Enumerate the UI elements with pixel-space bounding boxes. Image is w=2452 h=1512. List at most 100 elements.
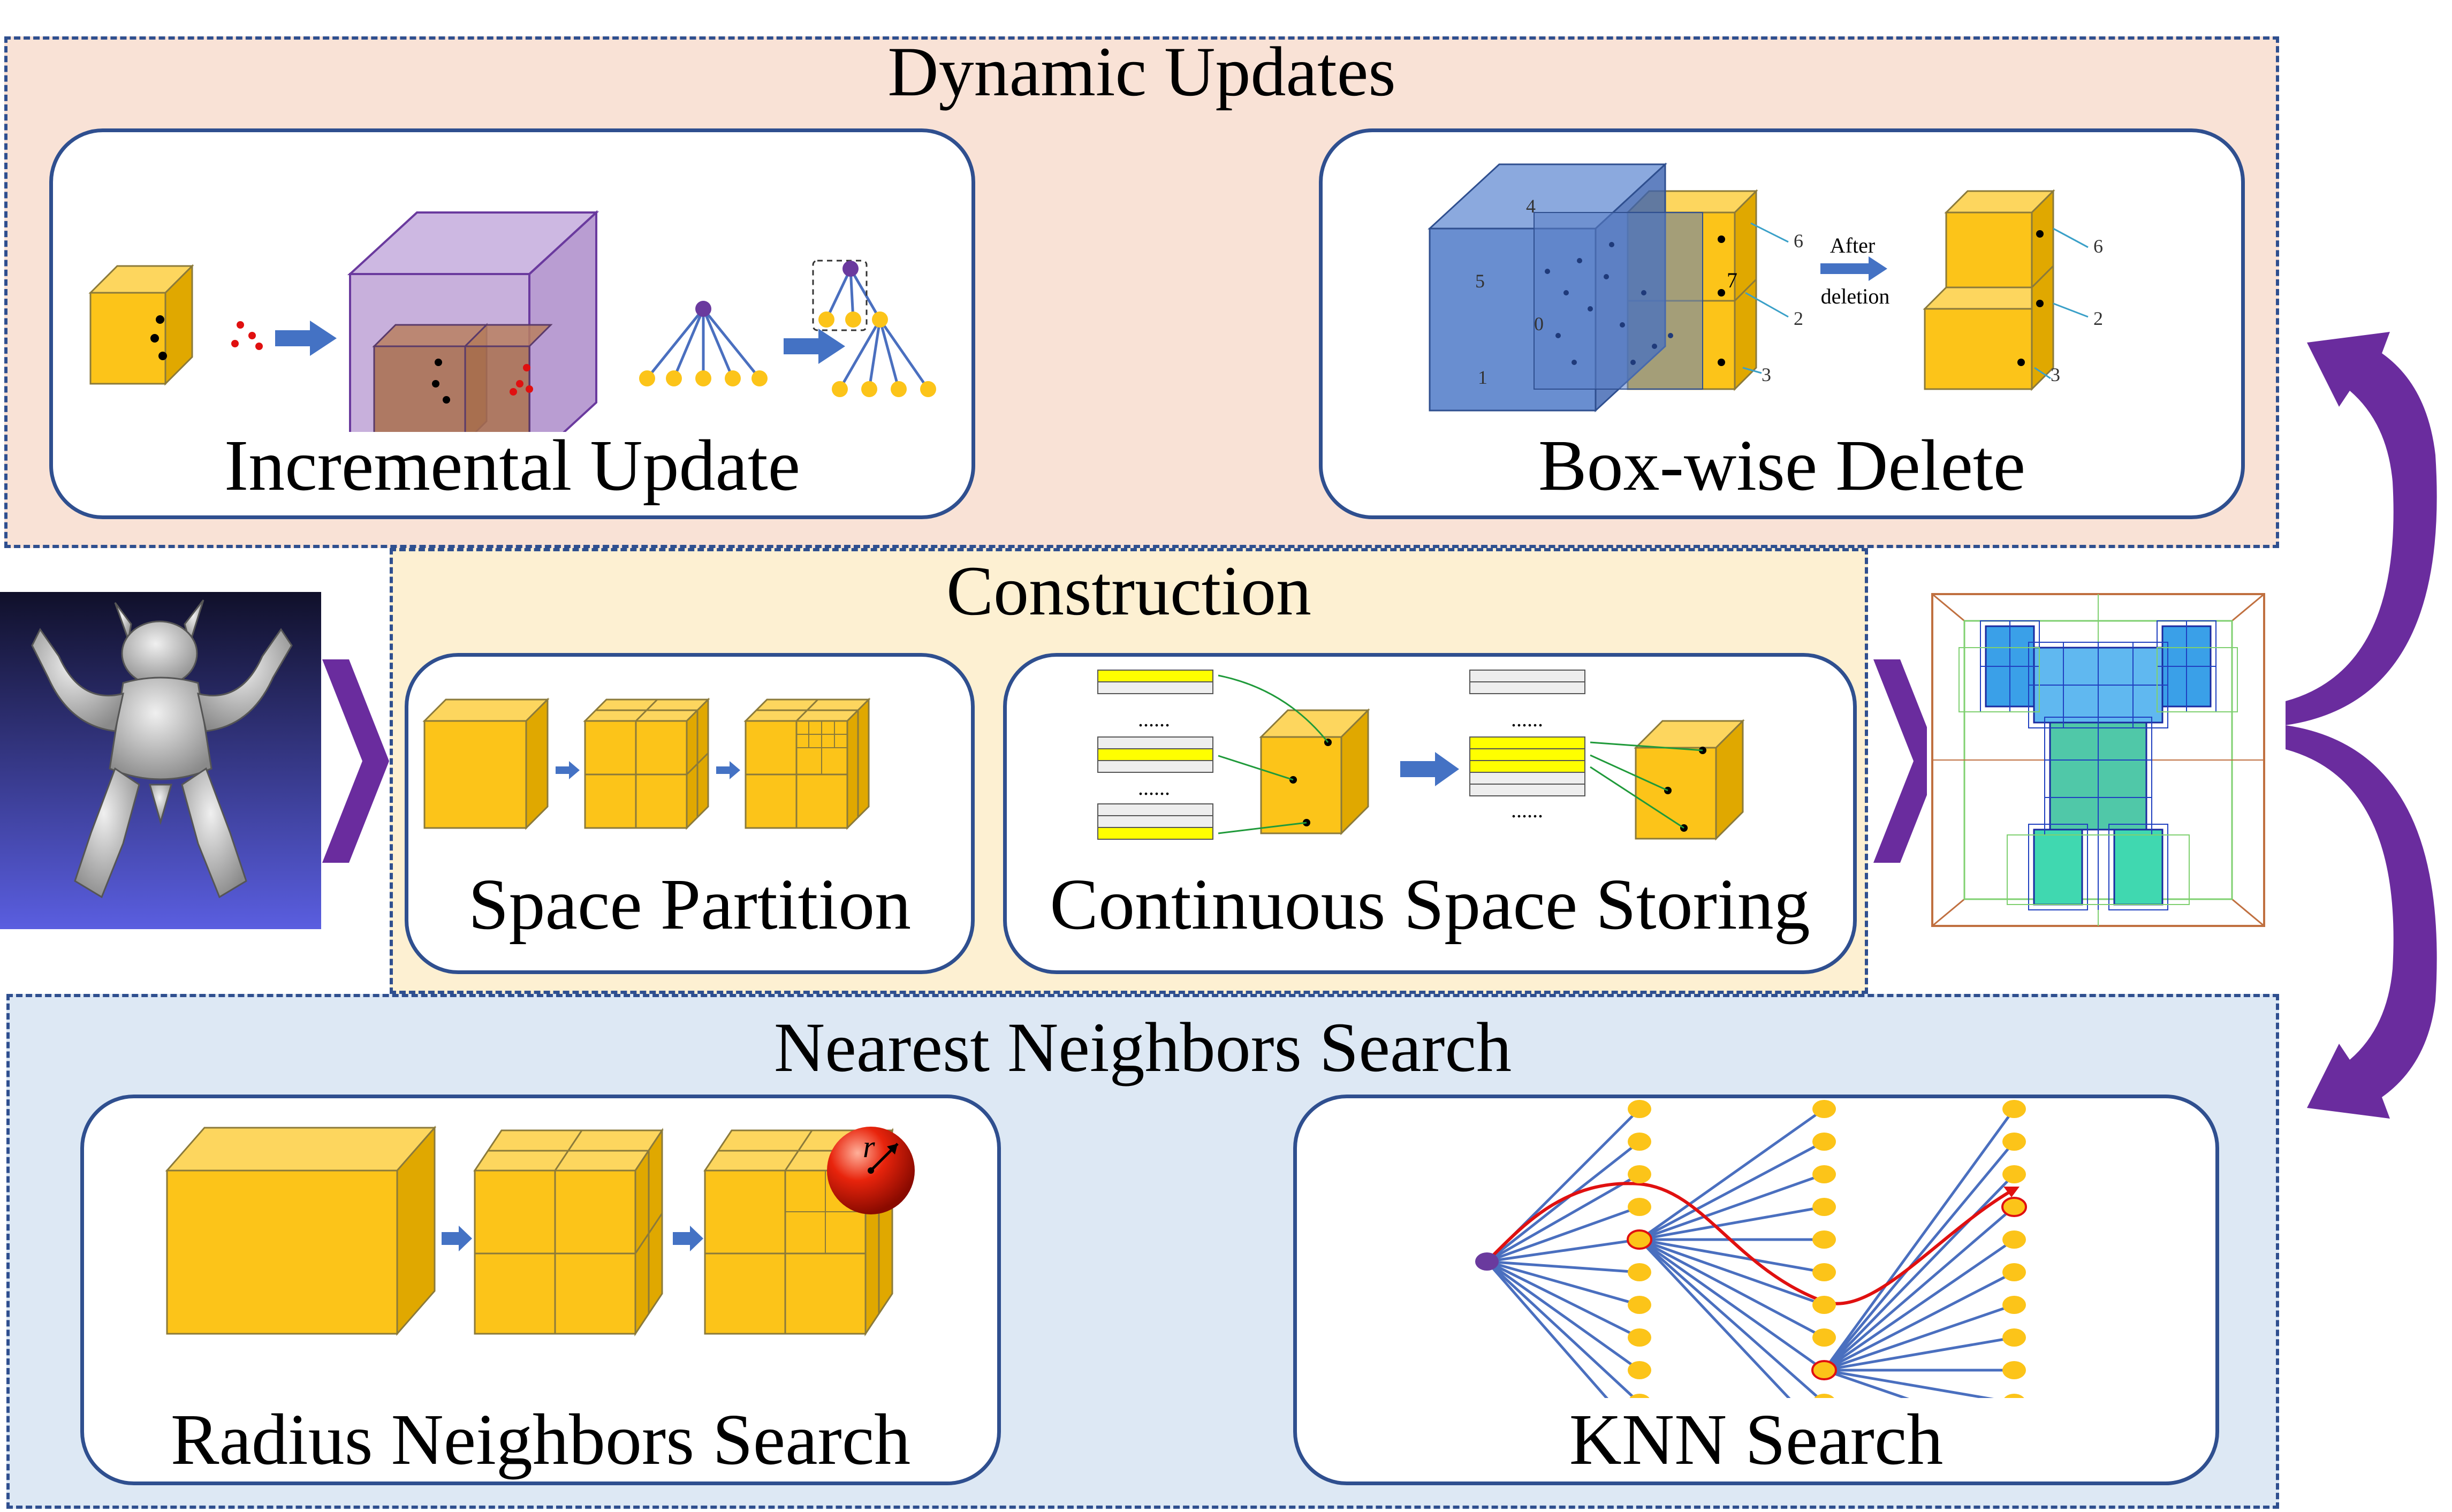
knn-edge [1486, 1260, 1640, 1306]
arrow-right-icon-sp1 [556, 761, 580, 779]
knn-edge [1486, 1260, 1640, 1274]
knn-illustration [1475, 1100, 2027, 1398]
knn-edge [1823, 1173, 2015, 1371]
knn-leaf-node [2002, 1361, 2026, 1379]
deletion-label: deletion [1821, 284, 1890, 308]
ellipsis-1: ...... [1138, 707, 1170, 731]
scattered-memory-blocks [1097, 670, 1213, 840]
knn-edge [1486, 1260, 1641, 1339]
knn-edge [1823, 1271, 2015, 1372]
radius-search-illustration: r [165, 1126, 915, 1336]
incremental-update-card: Incremental Update [49, 128, 975, 519]
box-number-4: 4 [1526, 195, 1536, 217]
tree-before-icon [646, 308, 761, 379]
knn-leaf-node [1814, 1394, 1834, 1398]
knn-leaf-node [1628, 1361, 1651, 1379]
incremental-update-label: Incremental Update [224, 426, 801, 506]
scatter-pointers [1218, 674, 1329, 834]
knn-edge [1823, 1108, 2016, 1371]
arrow-right-icon-rs1 [442, 1226, 472, 1251]
new-subtree-highlight [812, 260, 868, 331]
knn-leaf-node [1628, 1328, 1651, 1347]
box-number-5: 5 [1475, 270, 1485, 292]
cube-number-3: 3 [1762, 364, 1771, 385]
knn-search-path [1485, 1182, 2015, 1305]
knn-leaf-node [2002, 1133, 2026, 1151]
remaining-number-6: 6 [2093, 235, 2103, 257]
octant-cube-icon [583, 697, 710, 830]
curved-arrow-down-icon [2286, 725, 2437, 1119]
box-number-1: 1 [1478, 367, 1487, 388]
dynamic-updates-section: Dynamic Updates [4, 36, 2279, 548]
knn-edge [1486, 1260, 1641, 1372]
knn-path-arrowhead [2003, 1187, 2020, 1197]
knn-edge [1824, 1336, 2015, 1372]
knn-query-node [1475, 1252, 1499, 1271]
ellipsis-3: ...... [1511, 707, 1543, 731]
knn-edge [1638, 1238, 1825, 1372]
knn-leaf-node [1628, 1198, 1651, 1216]
knn-leaf-node [1812, 1328, 1836, 1347]
radius-search-label: Radius Neighbors Search [170, 1400, 911, 1480]
contiguous-pointers [1590, 741, 1703, 829]
tree-after-nodes [818, 261, 936, 397]
knn-edge [1639, 1238, 1825, 1306]
new-points-icon [231, 321, 263, 350]
knn-leaf-node [1812, 1198, 1836, 1216]
knn-edge [1486, 1141, 1641, 1263]
knn-leaf-node [1812, 1100, 1836, 1118]
knn-leaf-node [1812, 1230, 1836, 1249]
curved-arrow-up-icon [2286, 332, 2437, 725]
knn-edge [1486, 1205, 1640, 1263]
knn-edge [1638, 1238, 1825, 1339]
box-wise-delete-label: Box-wise Delete [1538, 426, 2026, 506]
cube-number-7: 7 [1727, 268, 1737, 292]
knn-leaf-node [1628, 1263, 1651, 1281]
octree-visualization-image [1927, 589, 2269, 931]
remaining-number-2: 2 [2093, 308, 2103, 329]
knn-edge [1639, 1238, 1825, 1274]
arrow-right-icon [275, 321, 337, 356]
storing-cube-icon [1259, 708, 1370, 835]
dynamic-updates-title: Dynamic Updates [887, 32, 1396, 111]
knn-leaf-node [2002, 1100, 2026, 1118]
knn-leaf-node [1812, 1263, 1836, 1281]
tree-before-nodes [639, 301, 768, 386]
knn-leaf-node [1812, 1165, 1836, 1183]
knn-edge [1486, 1238, 1640, 1263]
small-cube-icon [88, 264, 194, 386]
ellipsis-2: ...... [1138, 776, 1170, 800]
remaining-cubes-icon [1923, 189, 2055, 391]
space-partition-card: Space Partition [405, 653, 975, 974]
knn-edge [1824, 1369, 1994, 1398]
nns-title: Nearest Neighbors Search [773, 1008, 1512, 1086]
space-partition-label: Space Partition [468, 864, 912, 945]
knn-edge [1638, 1107, 1825, 1241]
knn-visited-node [2001, 1197, 2027, 1217]
knn-leaf-node [1628, 1165, 1651, 1183]
knn-search-card: KNN Search [1293, 1095, 2219, 1485]
storing-cube-icon-2 [1634, 719, 1745, 841]
knn-edge [1486, 1260, 1608, 1398]
knn-edge [1638, 1239, 1821, 1398]
knn-edge [1486, 1260, 1636, 1398]
input-point-cloud-image [0, 592, 321, 929]
chevron-right-icon [322, 659, 389, 863]
knn-edge [1639, 1173, 1825, 1241]
knn-edge [1486, 1173, 1641, 1263]
knn-leaf-node [1629, 1394, 1650, 1398]
construction-title: Construction [946, 551, 1311, 630]
knn-leaf-node [1628, 1133, 1651, 1151]
cube-number-6: 6 [1794, 230, 1803, 252]
knn-edge [1638, 1140, 1825, 1241]
nns-section: Nearest Neighbors Search [6, 994, 2279, 1509]
after-deletion-arrow [1820, 256, 1887, 281]
knn-search-label: KNN Search [1569, 1400, 1944, 1480]
knn-leaf-node [2002, 1165, 2026, 1183]
knn-edge [1638, 1239, 1791, 1398]
incremental-update-illustration [88, 210, 936, 432]
box-wise-delete-illustration: 4 5 0 1 6 7 2 3 After [1428, 162, 2103, 413]
knn-edge [1823, 1206, 2015, 1371]
knn-leaf-node [2004, 1394, 2024, 1398]
knn-edge [1823, 1141, 2015, 1371]
